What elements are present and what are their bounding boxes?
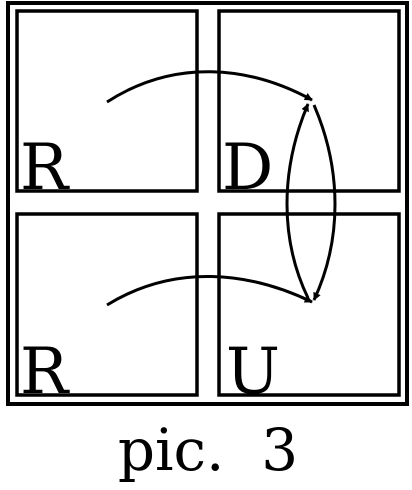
cell-letter-top-left: R xyxy=(20,131,70,205)
cell-top-left xyxy=(15,9,199,193)
outer-frame xyxy=(6,1,409,406)
cell-bottom-left xyxy=(15,212,199,397)
cell-letter-bottom-left: R xyxy=(20,335,70,409)
arrow-bottom-right-to-top-right xyxy=(285,103,310,299)
cell-bottom-right xyxy=(217,212,401,397)
arrow-top-left-to-top-right xyxy=(106,70,313,104)
cell-letter-top-right: D xyxy=(222,131,273,205)
figure-caption: pic. 3 xyxy=(118,416,298,484)
arrow-bottom-left-to-bottom-right xyxy=(106,274,313,307)
cell-letter-bottom-right: U xyxy=(226,335,280,409)
arrow-top-right-to-bottom-right xyxy=(312,104,337,301)
cell-top-right xyxy=(217,9,401,193)
